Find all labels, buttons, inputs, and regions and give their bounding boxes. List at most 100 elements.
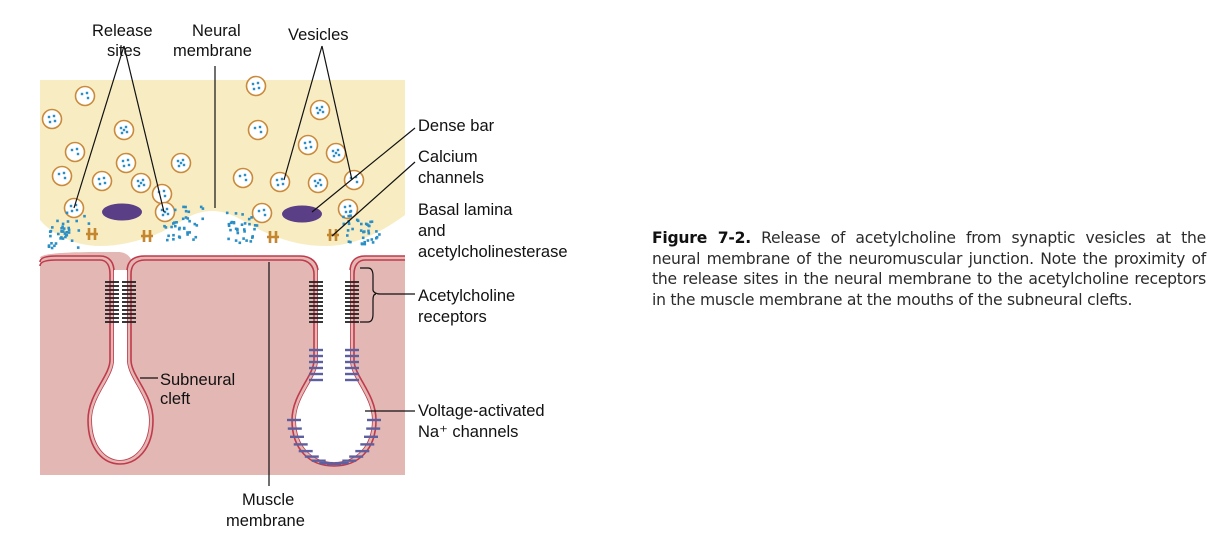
released-acetylcholine xyxy=(342,222,346,226)
vesicle-membrane xyxy=(269,171,291,193)
ach-molecule xyxy=(53,119,57,123)
muscle-membrane-inner xyxy=(39,259,405,467)
label-muscle-membrane-2: membrane xyxy=(226,512,305,530)
vesicle xyxy=(113,119,135,141)
released-acetylcholine xyxy=(184,216,188,219)
released-acetylcholine xyxy=(230,220,234,224)
released-acetylcholine xyxy=(187,210,191,214)
released-acetylcholine xyxy=(54,242,58,245)
ach-molecule xyxy=(166,212,170,216)
vesicle xyxy=(325,142,347,164)
released-acetylcholine xyxy=(64,235,67,239)
released-acetylcholine xyxy=(61,222,65,226)
released-acetylcholine xyxy=(186,217,190,220)
label-subneural-cleft-1: Subneural xyxy=(160,371,235,389)
released-acetylcholine xyxy=(371,241,375,244)
vesicle xyxy=(232,167,254,189)
ach-molecule xyxy=(163,210,167,214)
vesicle-membrane xyxy=(245,75,267,97)
label-subneural-cleft-2: cleft xyxy=(160,390,191,408)
nerve-terminal xyxy=(40,80,405,246)
released-acetylcholine xyxy=(66,220,70,223)
ach-molecule xyxy=(126,158,130,162)
released-acetylcholine xyxy=(178,236,182,239)
released-acetylcholine xyxy=(195,224,199,227)
ach-molecule xyxy=(348,204,352,208)
na-channels-group xyxy=(287,348,381,466)
released-acetylcholine xyxy=(359,229,363,232)
ach-molecule xyxy=(119,126,123,130)
ach-molecule xyxy=(343,205,347,209)
ach-molecule xyxy=(321,110,325,114)
ach-molecule xyxy=(252,87,256,91)
released-acetylcholine xyxy=(63,232,67,235)
released-acetylcholine xyxy=(250,216,253,219)
vesicle xyxy=(130,172,152,194)
ach-molecule xyxy=(318,108,322,112)
released-acetylcholine xyxy=(349,240,352,244)
released-acetylcholine xyxy=(360,222,363,226)
vesicle xyxy=(269,171,291,193)
ach-molecule xyxy=(336,148,340,152)
vesicle xyxy=(51,165,73,187)
released-acetylcholine xyxy=(65,233,69,237)
vesicle xyxy=(151,183,173,205)
released-acetylcholine xyxy=(62,227,66,230)
released-acetylcholine xyxy=(70,239,74,242)
ach-molecule xyxy=(177,164,181,168)
ach-molecule xyxy=(313,179,317,183)
ach-molecule xyxy=(62,171,66,175)
subneural-cleft-lumen-1 xyxy=(92,270,149,460)
released-acetylcholine xyxy=(53,244,56,248)
ach-molecule xyxy=(275,178,279,182)
ach-molecule xyxy=(102,176,106,180)
vesicle xyxy=(64,141,86,163)
ach-molecule xyxy=(139,181,143,185)
vesicle xyxy=(297,134,319,156)
released-acetylcholine xyxy=(181,217,185,221)
ach-molecule xyxy=(176,159,180,163)
released-acetylcholine xyxy=(355,218,359,222)
ach-molecule xyxy=(253,126,257,130)
released-acetylcholine xyxy=(240,223,244,226)
released-acetylcholine xyxy=(346,234,349,237)
released-acetylcholine xyxy=(49,234,52,238)
ach-molecule xyxy=(304,146,308,150)
ach-molecule xyxy=(354,175,358,179)
label-release-sites-1: Release xyxy=(92,22,153,40)
vesicle xyxy=(343,169,365,191)
ach-molecule xyxy=(122,164,126,168)
released-acetylcholine xyxy=(348,210,352,214)
released-acetylcholine xyxy=(164,226,168,229)
released-acetylcholine xyxy=(342,215,345,219)
released-acetylcholine xyxy=(234,212,238,215)
released-acetylcholine xyxy=(170,225,173,229)
released-acetylcholine xyxy=(234,239,238,242)
ach-molecule xyxy=(318,178,322,182)
ach-molecule xyxy=(120,131,124,135)
ach-molecule xyxy=(70,209,74,213)
vesicle-membrane xyxy=(64,141,86,163)
ach-molecule xyxy=(238,174,242,178)
label-basal-lamina-3: acetylcholinesterase xyxy=(418,243,568,261)
ach-molecule xyxy=(258,125,262,129)
vesicle-membrane xyxy=(151,183,173,205)
released-acetylcholine xyxy=(61,225,64,229)
ach-molecule xyxy=(98,182,102,186)
label-dense-bar: Dense bar xyxy=(418,117,495,135)
acetylcholine-dots-group xyxy=(47,205,381,250)
released-acetylcholine xyxy=(232,221,236,224)
vesicles-group xyxy=(41,75,365,224)
ach-molecule xyxy=(125,130,129,134)
label-ach-receptors-2: receptors xyxy=(418,308,487,326)
ach-molecule xyxy=(181,158,185,162)
ach-molecule xyxy=(121,159,125,163)
released-acetylcholine xyxy=(375,230,378,233)
released-acetylcholine xyxy=(186,231,189,234)
released-acetylcholine xyxy=(368,224,371,228)
released-acetylcholine xyxy=(167,234,170,238)
ach-molecule xyxy=(256,81,260,85)
label-calcium-channels-2: channels xyxy=(418,169,484,187)
label-neural-membrane-2: membrane xyxy=(173,42,252,60)
released-acetylcholine xyxy=(50,246,54,250)
